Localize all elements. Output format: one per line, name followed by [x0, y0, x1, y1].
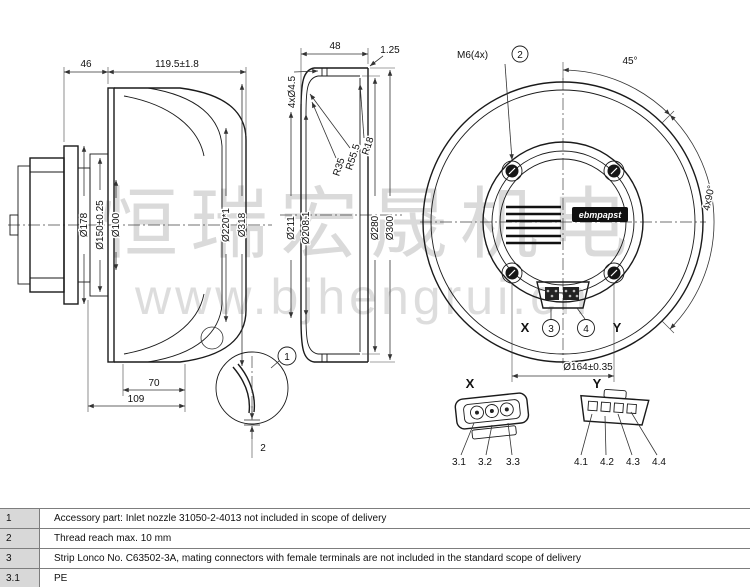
- callout-4: 4: [583, 324, 589, 335]
- table-row: 2 Thread reach max. 10 mm: [0, 529, 750, 549]
- note-number: 2: [0, 529, 40, 548]
- dim-178: Ø178: [79, 212, 90, 237]
- table-row: 3.1 PE: [0, 569, 750, 587]
- callout-4-circle: [577, 319, 595, 337]
- note-text: Strip Lonco No. C63502-3A, mating connec…: [54, 553, 581, 564]
- detail-source-circle: [200, 326, 224, 350]
- callout-2: 2: [517, 50, 523, 61]
- callout-2-circle: [511, 45, 529, 63]
- detail-1-view: 2 1: [215, 346, 297, 458]
- table-row: 3 Strip Lonco No. C63502-3A, mating conn…: [0, 549, 750, 569]
- mounting-screws: [501, 160, 625, 284]
- watermark-chinese: 恒瑞宏晟机电: [100, 180, 641, 268]
- detail-1-circle: [215, 351, 289, 425]
- table-row: 1 Accessory part: Inlet nozzle 31050-2-4…: [0, 509, 750, 529]
- callout-1: 1: [284, 352, 290, 363]
- dim-211: Ø211: [286, 216, 297, 240]
- dim-119-5: 119.5±1.8: [155, 59, 199, 70]
- connector-x-marker: X: [521, 320, 530, 335]
- dim-280: Ø280: [370, 215, 381, 240]
- callout-1-circle: [277, 346, 297, 366]
- dim-thickness-2: 2: [260, 443, 266, 454]
- dim-150: Ø150±0.25: [95, 200, 106, 250]
- impeller-back-plate: [107, 87, 115, 363]
- pin-label-3-1: 3.1: [452, 457, 466, 468]
- note-number: 1: [0, 509, 40, 528]
- dim-100: Ø100: [111, 212, 122, 237]
- brand-plate: [572, 207, 628, 222]
- dim-318: Ø318: [237, 212, 248, 237]
- detail-y-title: Y: [593, 376, 602, 391]
- notes-table: 1 Accessory part: Inlet nozzle 31050-2-4…: [0, 508, 750, 587]
- dim-46: 46: [80, 59, 92, 70]
- note-text: PE: [54, 573, 68, 584]
- callout-3: 3: [548, 324, 554, 335]
- brand-logo-text: ebmpapst: [579, 210, 623, 220]
- dim-r35: R35: [331, 156, 347, 177]
- connector-x-drawing: [454, 392, 530, 440]
- connector-y-marker: Y: [613, 320, 622, 335]
- note-number: 3: [0, 549, 40, 568]
- callout-3-circle: [542, 319, 560, 337]
- pin-label-4-3: 4.3: [626, 457, 640, 468]
- dim-holes-4x4-5: 4xØ4.5: [287, 75, 298, 108]
- section-view: R18 R55.5 R35 48 1.25 4xØ4.5 Ø211 Ø208.1…: [280, 40, 402, 363]
- dim-300: Ø300: [385, 215, 396, 240]
- terminal-block: [536, 281, 590, 309]
- dim-208-1: Ø208.1: [301, 211, 312, 244]
- impeller-outline: [114, 87, 247, 363]
- dim-48: 48: [329, 41, 341, 52]
- dim-45deg: 45°: [622, 56, 637, 67]
- dim-1-25: 1.25: [380, 45, 400, 56]
- dim-70: 70: [148, 378, 160, 389]
- side-view: 46 119.5±1.8 Ø178 Ø150±0.25 Ø100 Ø220*1 …: [8, 58, 272, 412]
- motor-winding-lines: [506, 205, 561, 245]
- note-text: Accessory part: Inlet nozzle 31050-2-401…: [54, 513, 387, 524]
- detail-x-title: X: [466, 376, 475, 391]
- connector-y-drawing: [580, 388, 650, 426]
- detail-x-view: X 3.1 3.2 3.3: [452, 376, 530, 468]
- note-number: 3.1: [0, 569, 40, 587]
- pin-label-3-3: 3.3: [506, 457, 520, 468]
- pin-label-3-2: 3.2: [478, 457, 492, 468]
- pin-label-4-1: 4.1: [574, 457, 588, 468]
- detail-y-view: Y 4.1 4.2 4.3 4.4: [574, 376, 666, 468]
- dim-m6-4x: M6(4x): [457, 50, 488, 61]
- pin-label-4-2: 4.2: [600, 457, 614, 468]
- dim-r18: R18: [360, 135, 376, 156]
- front-view: ebmpapst 3 4 X Y: [420, 45, 719, 382]
- dim-109: 109: [128, 394, 145, 405]
- dim-164: Ø164±0.35: [563, 362, 613, 373]
- technical-drawing-svg: 46 119.5±1.8 Ø178 Ø150±0.25 Ø100 Ø220*1 …: [8, 40, 719, 468]
- pin-label-4-4: 4.4: [652, 457, 666, 468]
- hub-circle: [482, 141, 644, 303]
- dim-220: Ø220*1: [221, 208, 232, 242]
- dim-4x90deg: 4x90°: [701, 184, 717, 211]
- note-text: Thread reach max. 10 mm: [54, 533, 172, 544]
